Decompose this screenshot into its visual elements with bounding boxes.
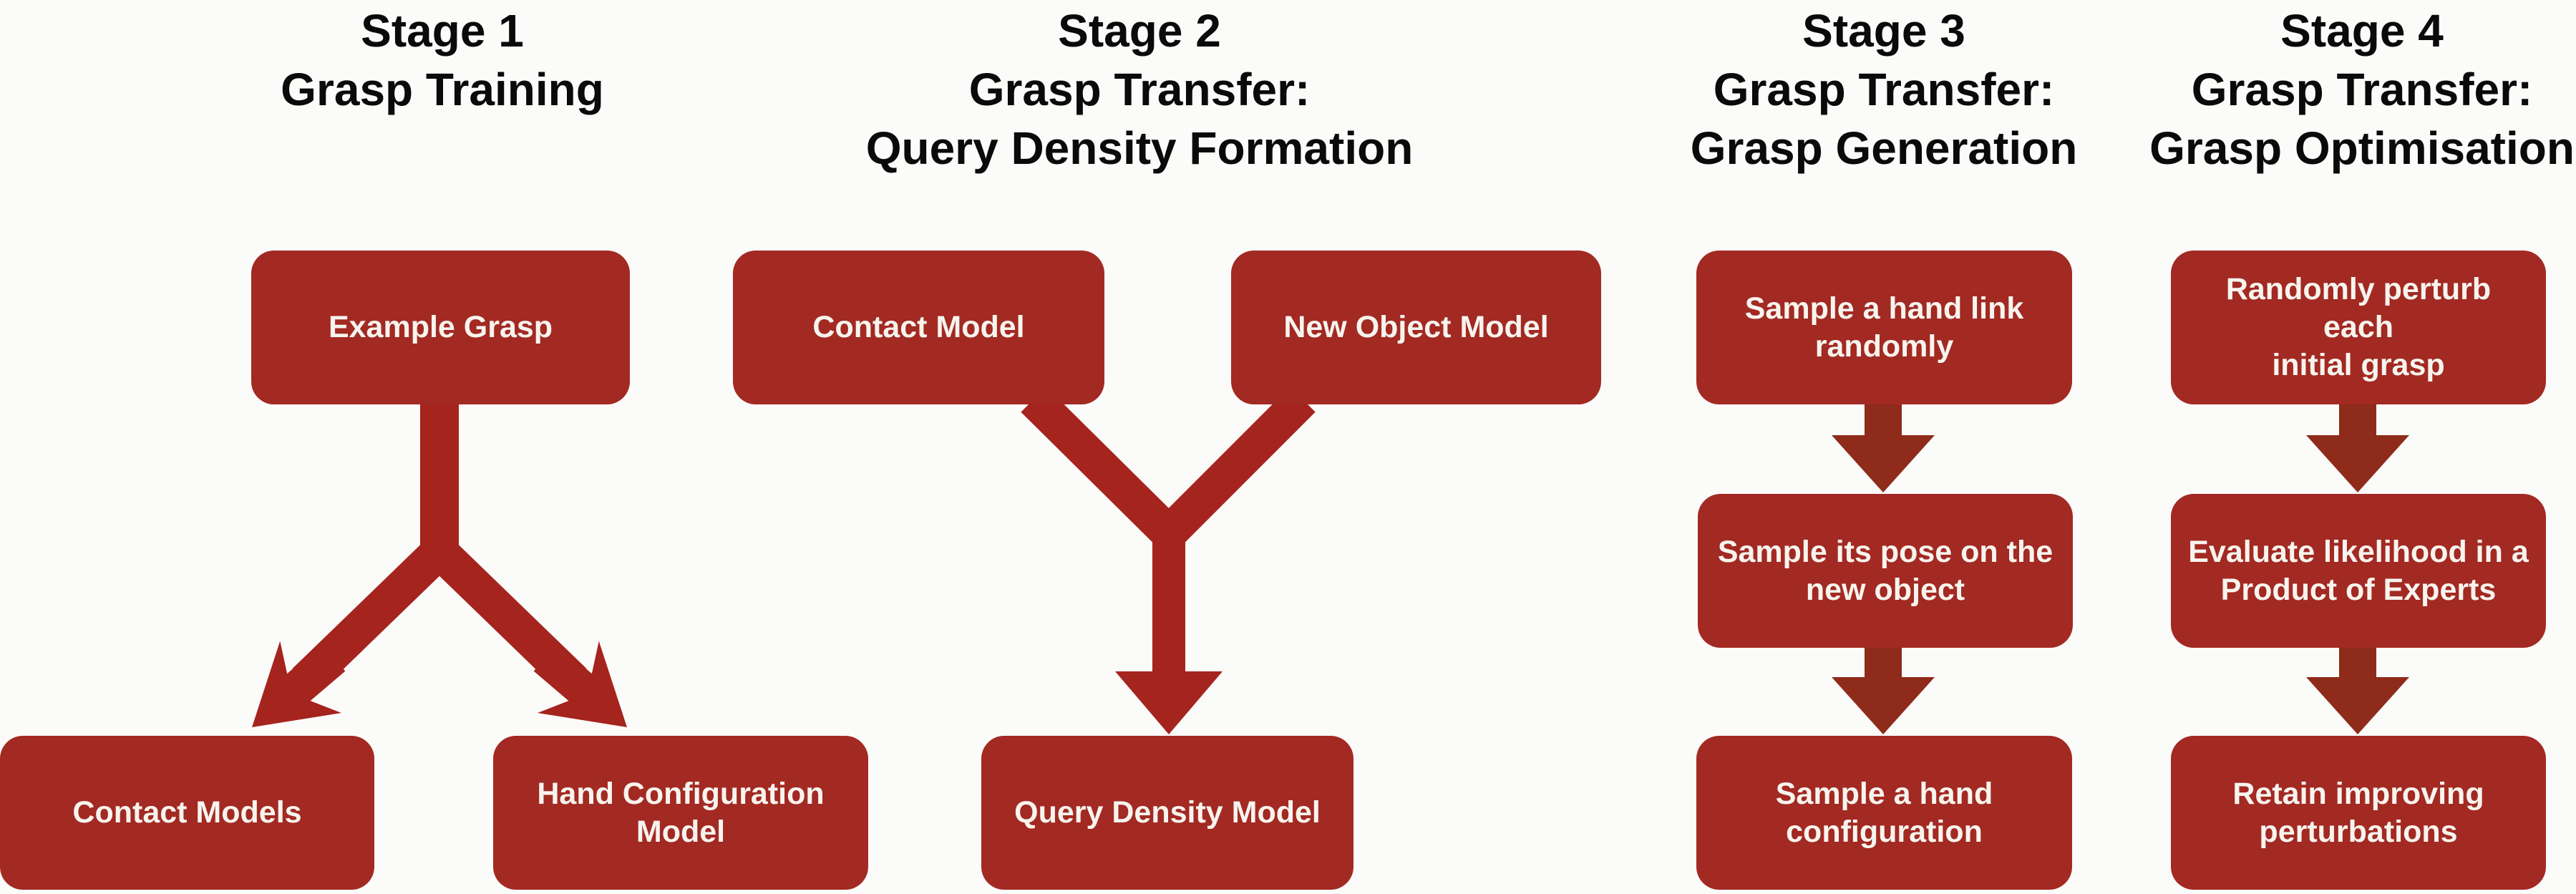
stage3-arrow1-head: [1832, 435, 1935, 492]
stage3-box-sample-hand-link-label: Sample a hand link randomly: [1744, 291, 2024, 364]
stage2-arrowhead: [1115, 671, 1223, 734]
stage3-arrow2-stem: [1865, 643, 1902, 687]
stage1-box-example-grasp: Example Grasp: [251, 251, 630, 404]
stage1-arrow-shaft-left: [292, 538, 452, 694]
stage1-box-contact-models-label: Contact Models: [72, 795, 302, 830]
stage2-box-new-object-model: New Object Model: [1231, 251, 1601, 404]
stage1-arrow-stem: [420, 399, 459, 571]
stage2-title-line1: Stage 2: [1058, 5, 1221, 57]
stage4-box-randomly-perturb: Randomly perturb each initial grasp: [2171, 251, 2546, 404]
stage4-arrow1-stem: [2339, 401, 2376, 445]
stage2-box-contact-model-label: Contact Model: [812, 310, 1025, 344]
stage2-arrow-stem: [1152, 527, 1185, 681]
stage1-title-line1: Stage 1: [361, 5, 524, 57]
stage3-box-sample-hand-configuration-label: Sample a hand configuration: [1775, 776, 1993, 849]
stage2-arrow-shaft-left: [1021, 387, 1188, 553]
stage2-box-query-density-model: Query Density Model: [981, 736, 1353, 890]
stage4-arrow2-stem: [2339, 643, 2376, 687]
stage4-title-line2: Grasp Transfer:: [2191, 64, 2533, 115]
stage1-title: Stage 1 Grasp Training: [49, 1, 836, 119]
stage4-box-randomly-perturb-label: Randomly perturb each initial grasp: [2225, 272, 2492, 382]
stage1-arrow-shaft-right: [427, 538, 587, 694]
stage4-title: Stage 4 Grasp Transfer: Grasp Optimisati…: [1968, 1, 2576, 178]
stage1-fork-arrow: [252, 399, 627, 727]
stage4-arrow2-head: [2306, 677, 2409, 734]
stage3-box-sample-pose: Sample its pose on the new object: [1698, 494, 2073, 648]
stage1-box-hand-configuration-model: Hand Configuration Model: [493, 736, 868, 890]
stage2-box-contact-model: Contact Model: [733, 251, 1104, 404]
stage4-box-retain-improving-label: Retain improving perturbations: [2232, 776, 2484, 849]
stage2-title-line2: Grasp Transfer:: [968, 64, 1311, 115]
stage4-box-evaluate-likelihood-label: Evaluate likelihood in a Product of Expe…: [2188, 534, 2529, 607]
stage3-box-sample-hand-configuration: Sample a hand configuration: [1696, 736, 2072, 890]
stage4-box-evaluate-likelihood: Evaluate likelihood in a Product of Expe…: [2171, 494, 2546, 648]
stage4-arrow1-head: [2306, 435, 2409, 492]
stage2-title: Stage 2 Grasp Transfer: Query Density Fo…: [746, 1, 1533, 178]
stage1-box-example-grasp-label: Example Grasp: [328, 310, 553, 344]
stage4-title-line1: Stage 4: [2280, 5, 2444, 57]
stage1-box-hand-configuration-model-label: Hand Configuration Model: [537, 776, 825, 849]
stage3-title-line1: Stage 3: [1802, 5, 1965, 57]
stage2-box-query-density-model-label: Query Density Model: [1014, 795, 1321, 830]
stage3-box-sample-pose-label: Sample its pose on the new object: [1717, 534, 2053, 607]
stage2-merge-arrow: [1021, 387, 1316, 734]
stage4-box-retain-improving: Retain improving perturbations: [2171, 736, 2546, 890]
stage3-title: Stage 3 Grasp Transfer: Grasp Generation: [1490, 1, 2278, 178]
stage2-arrow-shaft-right: [1150, 387, 1316, 553]
stage2-title-line3: Query Density Formation: [865, 122, 1414, 174]
stage3-arrow1-stem: [1865, 401, 1902, 445]
stage1-title-line2: Grasp Training: [281, 64, 604, 115]
stage2-box-new-object-model-label: New Object Model: [1283, 310, 1549, 344]
stage3-box-sample-hand-link: Sample a hand link randomly: [1696, 251, 2072, 404]
stage3-arrow2-head: [1832, 677, 1935, 734]
stage4-title-line3: Grasp Optimisation: [2149, 122, 2575, 174]
stage1-box-contact-models: Contact Models: [0, 736, 374, 890]
stage3-title-line2: Grasp Transfer:: [1713, 64, 2055, 115]
stage3-title-line3: Grasp Generation: [1690, 122, 2078, 174]
